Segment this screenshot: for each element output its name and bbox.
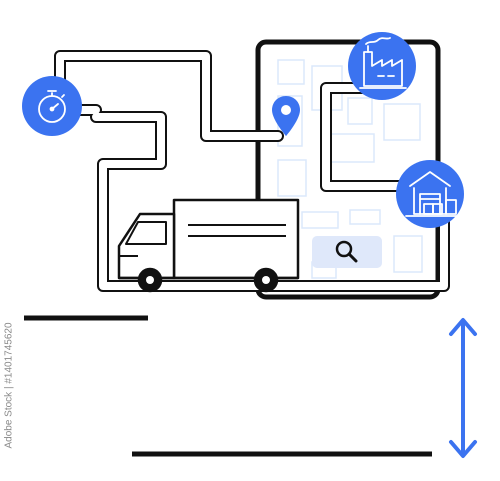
warehouse-badge [396, 160, 464, 228]
delivery-truck-icon [117, 198, 300, 293]
location-pin-icon [272, 96, 300, 136]
factory-icon [359, 37, 407, 89]
search-icon [335, 240, 358, 263]
truck-cargo-box [172, 198, 300, 280]
truck-window [125, 221, 167, 245]
warehouse-icon [405, 171, 459, 217]
stopwatch-icon [38, 90, 66, 123]
search-box [312, 236, 382, 268]
stock-watermark-id: Adobe Stock | #1401745620 [3, 300, 15, 470]
factory-badge [348, 32, 416, 100]
stopwatch-badge [22, 76, 82, 136]
stock-watermark-id-text: Adobe Stock | #1401745620 [3, 321, 15, 449]
double-headed-arrow-icon [449, 318, 477, 458]
